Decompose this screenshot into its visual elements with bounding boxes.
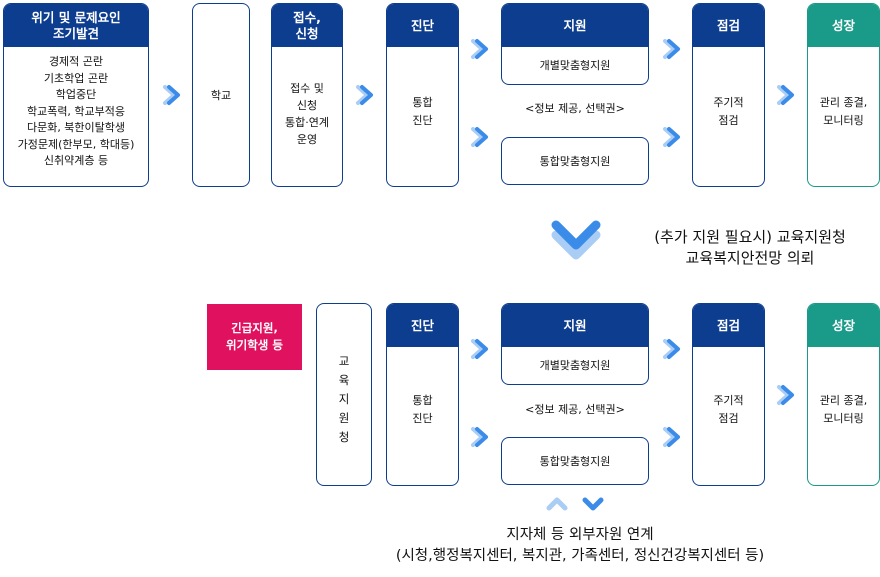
check-header-top: 점검	[693, 4, 764, 47]
chevron-right-icon	[774, 384, 796, 406]
check-box-top: 점검 주기적 점검	[692, 3, 765, 187]
crisis-header-line-1: 위기 및 문제요인	[31, 9, 121, 25]
chevron-right-icon	[468, 38, 490, 60]
individual-support-label-bottom: 개별맞춤형지원	[539, 359, 611, 372]
diagnosis-box-top: 진단 통합 진단	[386, 3, 459, 187]
intake-header-line-2: 신청	[295, 25, 319, 41]
chevron-right-icon	[774, 84, 796, 106]
referral-caption-line-1: (추가 지원 필요시) 교육지원청	[654, 228, 846, 246]
external-resources-title: 지자체 등 외부자원 연계	[506, 527, 654, 543]
intake-body-line: 신청	[296, 99, 318, 112]
diagnosis-body-bottom: 통합 진단	[387, 392, 458, 428]
intake-body: 접수 및 신청 통합·연계 운영	[272, 80, 342, 148]
diagnosis-body-top: 통합 진단	[387, 94, 458, 130]
intake-header: 접수, 신청	[272, 4, 342, 47]
support-box-bottom: 지원 개별맞춤형지원	[501, 303, 649, 385]
diagnosis-body-line: 통합	[412, 394, 433, 407]
crisis-item: 신취약계층 등	[43, 154, 109, 167]
chevron-right-icon	[468, 126, 490, 148]
growth-header-top: 성장	[808, 4, 879, 47]
integrated-support-box-bottom: 통합맞춤형지원	[501, 437, 649, 485]
check-body-line: 주기적	[713, 96, 744, 109]
school-box: 학교	[192, 3, 250, 187]
diagnosis-box-bottom: 진단 통합 진단	[386, 303, 459, 486]
support-note-bottom: <정보 제공, 선택권>	[525, 403, 625, 416]
growth-header-bottom: 성장	[808, 304, 879, 347]
diagnosis-body-line: 통합	[412, 96, 433, 109]
chevron-right-icon	[660, 38, 682, 60]
crisis-item: 다문화, 북한이탈학생	[26, 121, 126, 134]
check-body-line: 점검	[718, 412, 739, 425]
support-header-top: 지원	[502, 4, 648, 47]
crisis-item: 가정문제(한부모, 학대등)	[17, 137, 135, 151]
crisis-header-line-2: 조기발견	[52, 25, 99, 41]
chevron-right-icon	[468, 338, 490, 360]
intake-header-line-1: 접수,	[293, 9, 321, 25]
chevron-up-icon	[545, 494, 569, 514]
intake-box: 접수, 신청 접수 및 신청 통합·연계 운영	[271, 3, 343, 187]
diagnosis-body-line: 진단	[412, 412, 433, 425]
external-resources-caption: 지자체 등 외부자원 연계 (시청,행정복지센터, 복지관, 가족센터, 정신건…	[355, 525, 805, 567]
support-note-top: <정보 제공, 선택권>	[525, 102, 625, 115]
chevron-right-icon	[660, 126, 682, 148]
referral-caption-line-2: 교육복지안전망 의뢰	[685, 249, 815, 267]
crisis-item: 학업중단	[55, 88, 97, 101]
emergency-line-1: 긴급지원,	[231, 321, 278, 335]
individual-support-label-top: 개별맞춤형지원	[539, 59, 611, 72]
intake-body-line: 접수 및	[290, 82, 324, 95]
crisis-list: 경제적 곤란 기초학업 곤란 학업중단 학교폭력, 학교부적응 다문화, 북한이…	[4, 54, 148, 170]
crisis-item: 기초학업 곤란	[43, 71, 109, 85]
support-box-top: 지원 개별맞춤형지원	[501, 3, 649, 85]
check-body-top: 주기적 점검	[693, 94, 764, 130]
chevron-right-icon	[353, 84, 375, 106]
education-office-label: 교 육 지 원 청	[317, 352, 371, 447]
chevron-right-icon	[160, 84, 182, 106]
emergency-line-2: 위기학생 등	[226, 338, 283, 352]
check-body-line: 주기적	[713, 394, 744, 407]
chevron-right-icon	[468, 426, 490, 448]
integrated-support-box-top: 통합맞춤형지원	[501, 137, 649, 185]
check-body-bottom: 주기적 점검	[693, 392, 764, 428]
office-char: 지	[338, 392, 350, 406]
crisis-header: 위기 및 문제요인 조기발견	[4, 4, 148, 47]
support-header-bottom: 지원	[502, 304, 648, 347]
intake-body-line: 통합·연계	[285, 116, 329, 129]
chevron-right-icon	[660, 426, 682, 448]
diagnosis-body-line: 진단	[412, 114, 433, 127]
crisis-item: 학교폭력, 학교부적응	[26, 104, 126, 118]
integrated-support-label-bottom: 통합맞춤형지원	[539, 454, 611, 468]
growth-box-top: 성장 관리 종결, 모니터링	[807, 3, 880, 187]
chevron-down-icon	[581, 494, 605, 514]
office-char: 원	[338, 411, 350, 425]
external-resources-list: (시청,행정복지센터, 복지관, 가족센터, 정신건강복지센터 등)	[395, 548, 765, 564]
growth-body-top: 관리 종결, 모니터링	[808, 94, 879, 130]
education-office-box: 교 육 지 원 청	[316, 303, 372, 486]
check-header-bottom: 점검	[693, 304, 764, 347]
growth-body-line: 관리 종결,	[819, 394, 868, 407]
chevron-right-icon	[660, 338, 682, 360]
intake-body-line: 운영	[296, 133, 318, 146]
diagnosis-header-top: 진단	[387, 4, 458, 47]
referral-caption: (추가 지원 필요시) 교육지원청 교육복지안전망 의뢰	[630, 227, 870, 269]
growth-body-line: 모니터링	[823, 412, 864, 425]
check-body-line: 점검	[718, 114, 739, 127]
emergency-badge: 긴급지원, 위기학생 등	[207, 304, 302, 370]
check-box-bottom: 점검 주기적 점검	[692, 303, 765, 486]
integrated-support-label-top: 통합맞춤형지원	[539, 154, 611, 168]
school-label: 학교	[210, 88, 232, 102]
office-char: 교	[338, 354, 350, 368]
office-char: 육	[338, 373, 350, 387]
office-char: 청	[338, 430, 350, 444]
growth-body-line: 모니터링	[823, 114, 864, 127]
growth-box-bottom: 성장 관리 종결, 모니터링	[807, 303, 880, 486]
chevron-down-icon	[548, 217, 604, 271]
diagnosis-header-bottom: 진단	[387, 304, 458, 347]
crisis-box: 위기 및 문제요인 조기발견 경제적 곤란 기초학업 곤란 학업중단 학교폭력,…	[3, 3, 149, 187]
crisis-item: 경제적 곤란	[48, 55, 104, 68]
growth-body-line: 관리 종결,	[819, 96, 868, 109]
growth-body-bottom: 관리 종결, 모니터링	[808, 392, 879, 428]
